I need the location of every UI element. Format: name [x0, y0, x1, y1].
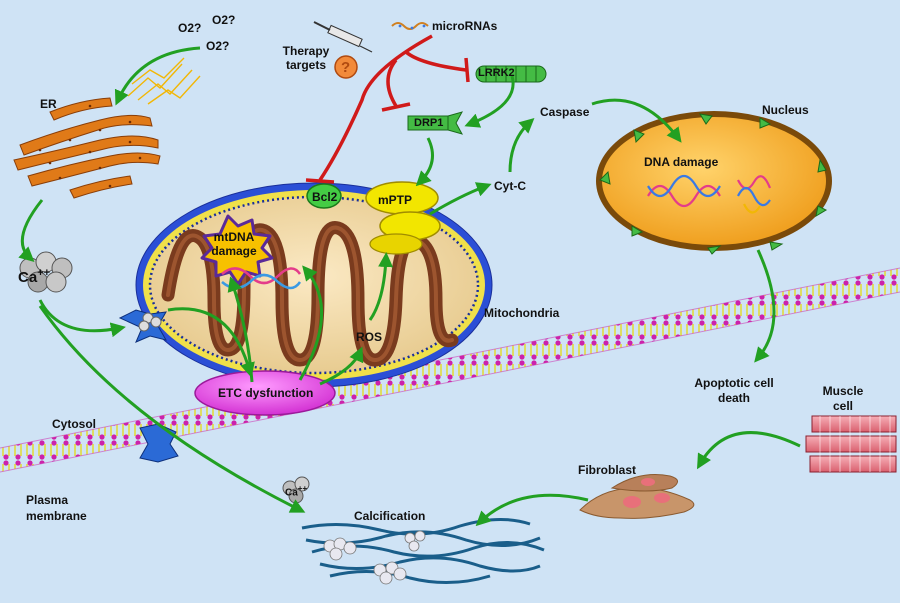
microrna-dots	[398, 24, 426, 30]
nuclear-dna-helices	[647, 174, 772, 214]
inhibit-bar-drp1	[381, 102, 411, 112]
arrow-mtdna-to-etc	[227, 276, 254, 383]
arrow-fibroblast-to-calcification	[475, 493, 589, 527]
etc-dysfunction-label: ETC dysfunction	[218, 386, 314, 400]
arrow-ca-to-calcification	[38, 305, 306, 513]
inhibit-bar-bcl2	[305, 178, 335, 184]
etc-dysfunction-shape	[194, 370, 336, 416]
calcification-deposits	[323, 530, 426, 585]
er-dots	[38, 104, 142, 188]
arrow-nucleus-to-apoptosis	[754, 249, 776, 363]
nucleus-label: Nucleus	[762, 103, 809, 117]
ca-bottom-charge: ++	[297, 484, 308, 493]
plasma-membrane-label: Plasma membrane	[26, 493, 87, 523]
ca-top-charge: ++	[37, 267, 51, 279]
arrow-cytc-to-caspase	[508, 117, 535, 173]
inhibit-bar-lrrk2	[464, 57, 470, 83]
syringe-icon	[313, 21, 373, 53]
inhibit-mirna-to-bcl2	[318, 34, 433, 181]
drp1-label: DRP1	[414, 117, 444, 129]
bcl2-label: Bcl2	[312, 190, 338, 204]
ca-bottom-symbol: Ca	[285, 487, 298, 499]
o2-label-1: O2?	[178, 21, 202, 35]
er-organelle	[13, 97, 161, 199]
cyt-c-label: Cyt-C	[494, 179, 526, 193]
mitochondrial-calcium-transporter	[118, 309, 168, 343]
arrow-transporter-to-etc	[167, 307, 255, 378]
bcl2-shape	[306, 183, 342, 209]
ros-label: ROS	[356, 330, 383, 344]
arrow-etc-to-ros	[319, 346, 364, 386]
inhibit-mirna-to-lrrk2	[404, 50, 467, 72]
micrornas-label: microRNAs	[432, 19, 498, 33]
drp1-protein	[407, 111, 464, 135]
calcium-cluster-top	[19, 251, 73, 293]
arrow-muscle-to-fibroblast	[696, 431, 801, 470]
question-mark-icon	[334, 55, 358, 79]
arrow-mptp-to-cytc	[429, 182, 492, 216]
dna-damage-label: DNA damage	[644, 155, 719, 169]
inhibit-mirna-to-drp1	[386, 58, 398, 107]
muscle-striations	[819, 416, 891, 472]
arrow-etc-to-mtdna	[298, 265, 323, 381]
mtdna-damage-label: mtDNA damage	[211, 230, 257, 258]
lrrk2-protein	[475, 65, 547, 83]
fibroblast-label: Fibroblast	[578, 463, 637, 477]
arrow-ros-to-mptp	[368, 252, 394, 321]
mptp-pore	[365, 181, 441, 255]
calcification-label: Calcification	[354, 509, 426, 523]
ca-bottom-label: Ca++	[285, 485, 307, 498]
arrow-ca-to-mito	[38, 299, 126, 338]
lrrk2-label: LRRK2	[478, 67, 515, 79]
apoptotic-cell-death-label: Apoptotic cell death	[694, 376, 774, 405]
inhibition-lines	[305, 34, 470, 184]
mitochondrion	[135, 182, 493, 388]
activation-arrows	[18, 46, 801, 527]
mitochondria-label: Mitochondria	[484, 306, 560, 320]
muscle-cell-label: Muscle cell	[822, 384, 864, 413]
arrow-er-to-ca	[18, 199, 44, 263]
o2-label-3: O2?	[206, 39, 230, 53]
fibroblast-cells	[579, 474, 695, 519]
therapy-targets-label: Therapy targets	[282, 44, 330, 72]
microrna-strand-icon	[391, 22, 429, 30]
arrow-caspase-to-nucleus	[591, 98, 682, 143]
therapy-question-mark: ?	[341, 59, 351, 76]
oxygen-streaks	[127, 57, 201, 105]
muscle-cell-fibers	[805, 415, 897, 473]
cytosol-label: Cytosol	[52, 417, 97, 431]
arrow-drp1-to-mptp	[415, 137, 434, 187]
er-label: ER	[40, 97, 57, 111]
mptp-label: mPTP	[378, 193, 413, 207]
arrow-lrrk2-to-drp1	[464, 75, 515, 128]
ca-top-symbol: Ca	[18, 269, 38, 286]
caspase-label: Caspase	[540, 105, 590, 119]
o2-label-2: O2?	[212, 13, 236, 27]
ca-top-label: Ca++	[18, 267, 51, 286]
nucleus	[596, 111, 832, 255]
arrow-o2-to-er	[114, 46, 201, 106]
